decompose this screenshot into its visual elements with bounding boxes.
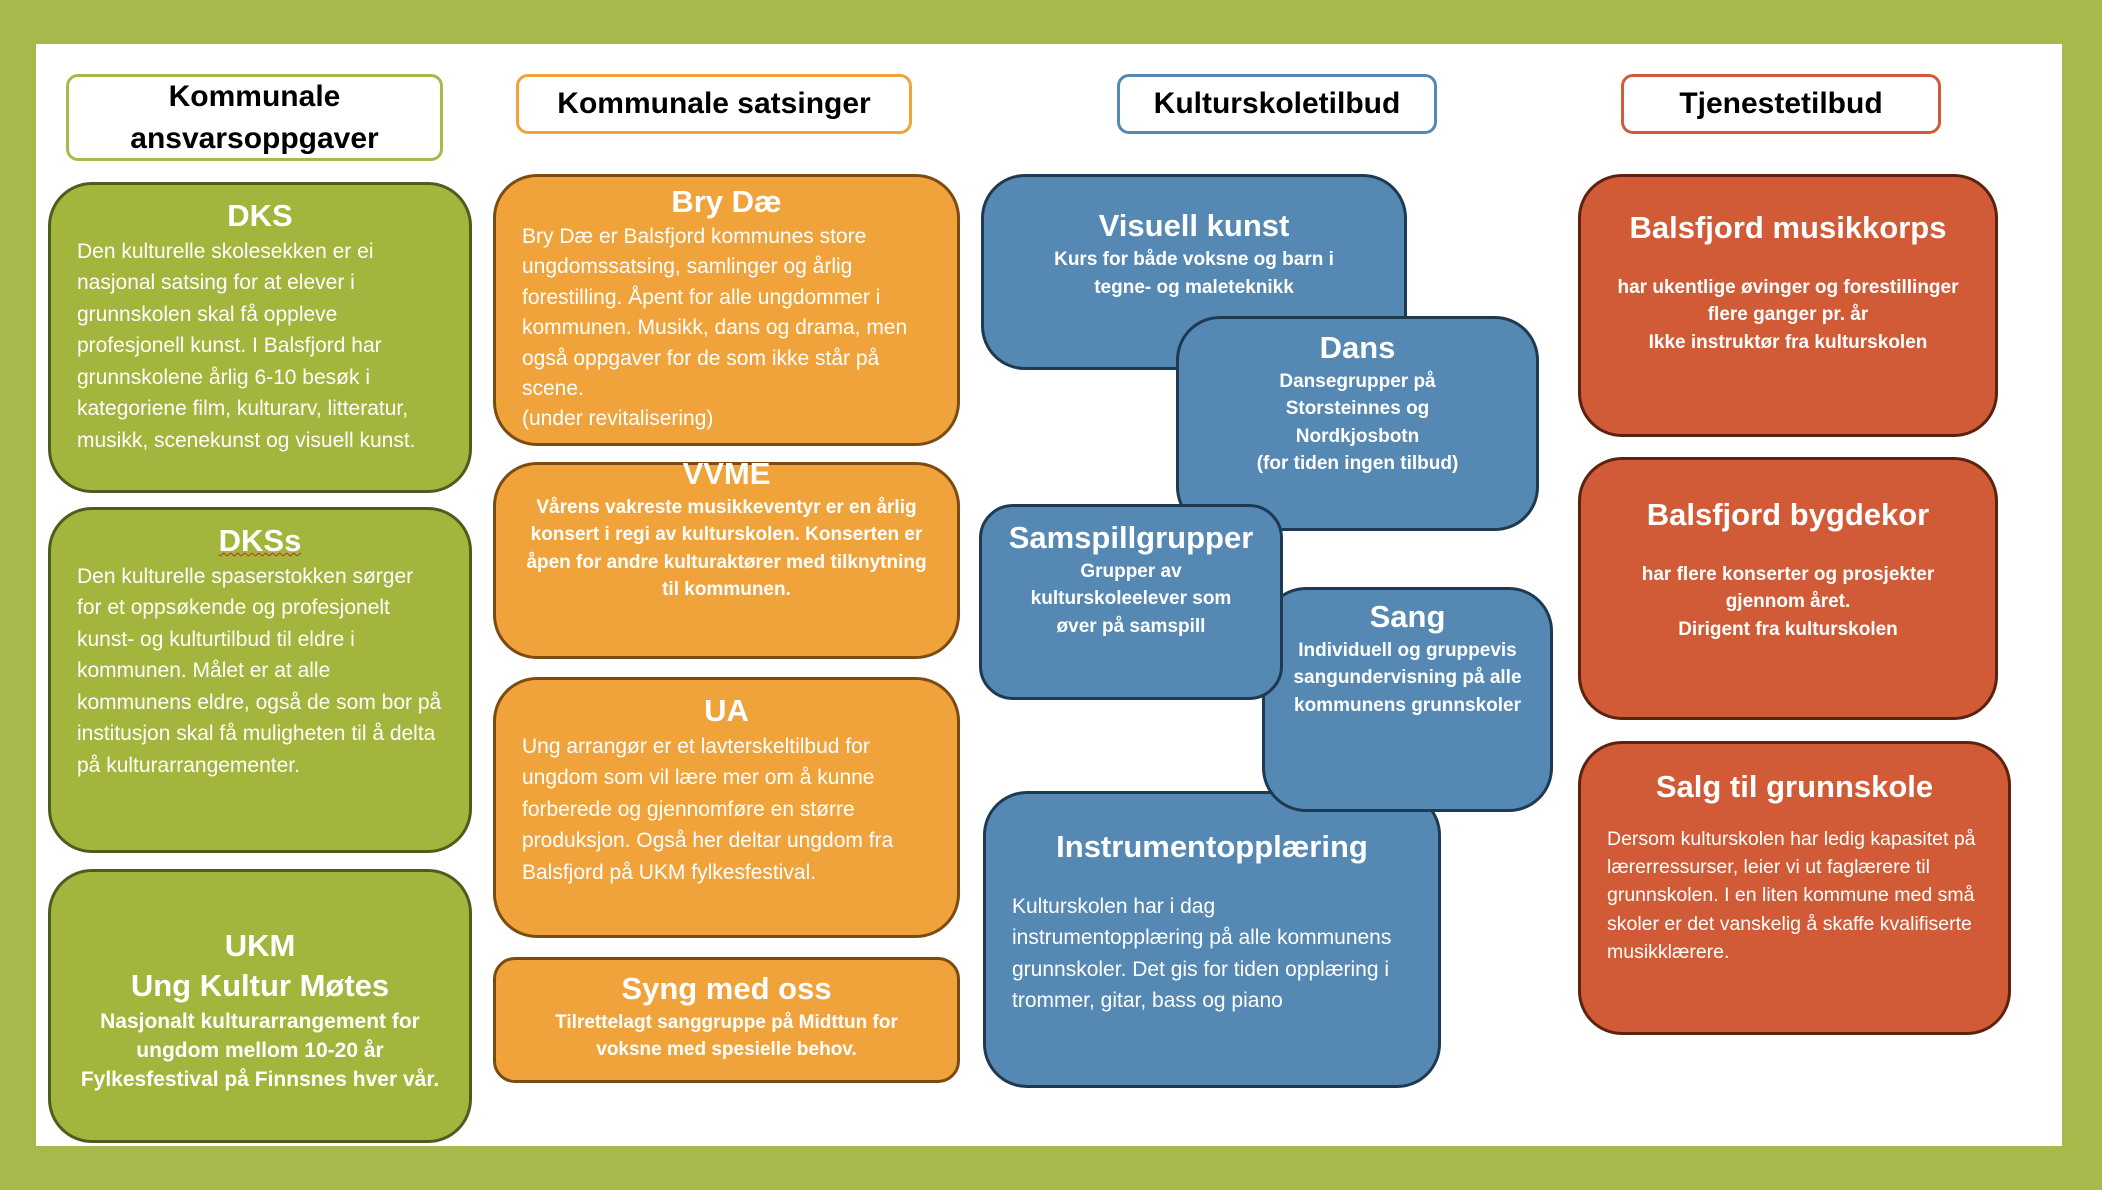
card-body: Vårens vakreste musikkeventyr er en årli… [526, 496, 927, 601]
card-dkss: DKSs Den kulturelle spaserstokken sørger… [48, 507, 472, 853]
header-tjenestetilbud: Tjenestetilbud [1621, 74, 1941, 134]
card-body: Nasjonalt kulturarrangement for ungdom m… [80, 1009, 440, 1092]
header-kommunale-ansvarsoppgaver: Kommunale ansvarsoppgaver [66, 74, 443, 161]
card-title: Balsfjord musikkorps [1629, 210, 1947, 245]
card-balsfjord-musikkorps: Balsfjord musikkorps har ukentlige øving… [1578, 174, 1998, 437]
card-body: Tilrettelagt sanggruppe på Midttun for v… [555, 1011, 898, 1061]
card-title: Visuell kunst [1098, 208, 1290, 243]
header-kommunale-satsinger: Kommunale satsinger [516, 74, 912, 134]
card-title: Bry Dæ [671, 184, 782, 219]
card-body: Individuell og gruppevis sangundervisnin… [1293, 639, 1522, 716]
card-balsfjord-bygdekor: Balsfjord bygdekor har flere konserter o… [1578, 457, 1998, 720]
card-body: Kurs for både voksne og barn i tegne- og… [1054, 248, 1334, 299]
card-body: Ung arrangør er et lavterskeltilbud for … [522, 734, 894, 884]
card-sang: Sang Individuell og gruppevis sangunderv… [1262, 587, 1553, 812]
card-title: UKM Ung Kultur Møtes [130, 928, 390, 1004]
card-body: Dansegrupper på Storsteinnes og Nordkjos… [1256, 370, 1459, 475]
card-title: UA [704, 693, 749, 728]
card-title: Sang [1369, 599, 1446, 634]
card-syng-med-oss: Syng med oss Tilrettelagt sanggruppe på … [493, 957, 960, 1083]
card-visuell-kunst: Visuell kunst Kurs for både voksne og ba… [981, 174, 1407, 370]
card-dans: Dans Dansegrupper på Storsteinnes og Nor… [1176, 316, 1539, 531]
card-title: Balsfjord bygdekor [1646, 497, 1930, 532]
card-body: Bry Dæ er Balsfjord kommunes store ungdo… [522, 224, 908, 431]
card-title: VVME [682, 456, 771, 491]
card-body: Den kulturelle skolesekken er ei nasjona… [77, 239, 416, 452]
card-body: Kulturskolen har i dag instrumentopplæri… [1012, 894, 1392, 1013]
card-vvme: VVME Vårens vakreste musikkeventyr er en… [493, 456, 960, 659]
card-body: har flere konserter og prosjekter gjenno… [1641, 563, 1935, 640]
card-body: Dersom kulturskolen har ledig kapasitet … [1607, 827, 1976, 963]
card-title: Dans [1319, 330, 1396, 365]
card-body: Grupper av kulturskoleelever som øver på… [1030, 560, 1232, 637]
card-body: Den kulturelle spaserstokken sørger for … [77, 564, 442, 777]
card-title: Syng med oss [621, 971, 832, 1006]
card-ukm: UKM Ung Kultur Møtes Nasjonalt kulturarr… [48, 869, 472, 1143]
card-dks: DKS Den kulturelle skolesekken er ei nas… [48, 182, 472, 493]
card-salg-til-grunnskole: Salg til grunnskole Dersom kulturskolen … [1578, 741, 2011, 1035]
header-kulturskoletilbud: Kulturskoletilbud [1117, 74, 1437, 134]
card-title: Instrumentopplæring [1056, 829, 1368, 864]
card-samspillgrupper: Samspillgrupper Grupper av kulturskoleel… [979, 504, 1283, 700]
card-title: DKSs [218, 523, 302, 558]
card-title: Samspillgrupper [1008, 520, 1254, 555]
card-instrumentopplaering: Instrumentopplæring Kulturskolen har i d… [983, 791, 1441, 1088]
card-ua: UA Ung arrangør er et lavterskeltilbud f… [493, 677, 960, 938]
card-body: har ukentlige øvinger og forestillinger … [1617, 276, 1959, 353]
card-title: Salg til grunnskole [1655, 769, 1934, 804]
card-title: DKS [227, 198, 293, 233]
card-bry-dae: Bry Dæ Bry Dæ er Balsfjord kommunes stor… [493, 174, 960, 446]
